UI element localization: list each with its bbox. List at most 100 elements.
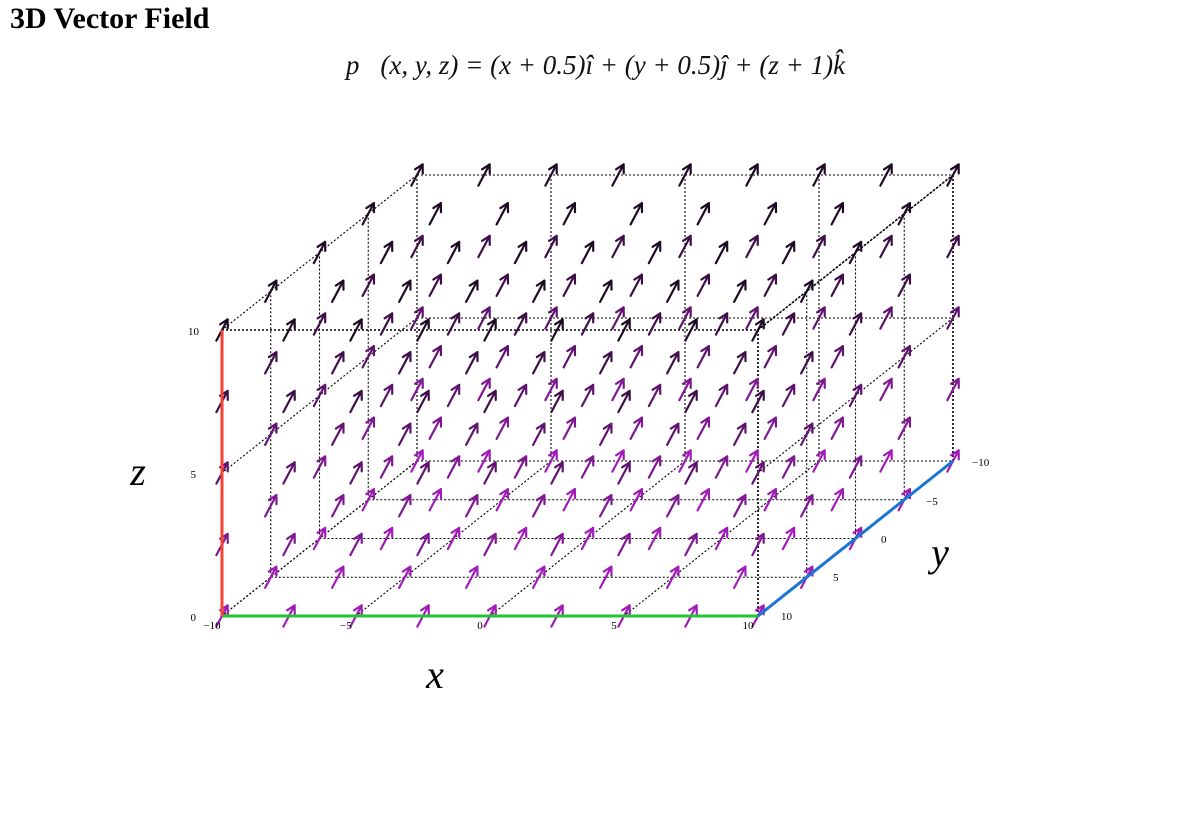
- vector-arrow: [398, 494, 412, 518]
- vector-arrow: [361, 202, 376, 226]
- vector-arrow: [781, 383, 796, 408]
- vector-arrow: [678, 306, 692, 330]
- vector-arrow: [684, 532, 698, 557]
- vector-arrow: [349, 318, 363, 342]
- vector-arrow: [714, 526, 729, 551]
- vector-arrow: [599, 565, 613, 589]
- vector-arrow: [897, 416, 912, 440]
- vector-arrow: [465, 351, 479, 375]
- vector-arrow: [714, 383, 729, 408]
- vector-arrow: [416, 389, 430, 414]
- vector-arrow: [629, 273, 644, 297]
- vector-arrow: [398, 351, 412, 375]
- vector-arrow: [562, 416, 577, 440]
- vector-arrows: [215, 163, 960, 628]
- vector-arrow: [781, 526, 796, 551]
- vector-arrow: [495, 416, 510, 440]
- vector-arrow: [617, 461, 631, 485]
- vector-arrow: [312, 383, 327, 408]
- vector-arrow: [696, 416, 711, 440]
- vector-arrow: [763, 416, 778, 440]
- vector-arrow: [550, 461, 564, 485]
- vector-arrow: [446, 526, 461, 551]
- vector-arrow: [848, 383, 863, 408]
- vector-arrow: [879, 234, 893, 259]
- vector-arrow: [733, 565, 747, 589]
- vector-arrow: [763, 273, 778, 297]
- vector-arrow: [666, 422, 680, 446]
- vector-arrow: [800, 494, 814, 518]
- vector-arrow: [830, 273, 845, 297]
- vector-arrow: [544, 234, 558, 259]
- y-tick-label: 10: [781, 611, 793, 623]
- vector-arrow: [495, 202, 510, 226]
- vector-arrow: [666, 565, 680, 589]
- vector-arrow: [428, 273, 443, 297]
- vector-arrow: [617, 532, 631, 557]
- vector-arrow: [647, 526, 662, 551]
- vector-arrow: [696, 345, 711, 369]
- vector-arrow: [599, 422, 613, 446]
- vector-arrow: [312, 455, 327, 479]
- vector-arrow: [550, 389, 564, 414]
- vector-arrow: [264, 279, 278, 303]
- vector-arrow: [684, 461, 698, 485]
- vector-arrow: [513, 312, 528, 336]
- vector-arrow: [361, 345, 376, 369]
- vector-arrow: [733, 279, 747, 303]
- vector-arrow: [532, 422, 546, 446]
- vector-arrow: [361, 416, 376, 440]
- x-tick-label: −5: [340, 620, 352, 632]
- vector-arrow: [745, 377, 759, 402]
- vector-arrow: [647, 240, 662, 265]
- y-tick-label: −5: [926, 496, 938, 508]
- vector-arrow: [282, 461, 296, 485]
- x-tick-label: 0: [477, 620, 483, 632]
- vector-arrow: [410, 234, 424, 259]
- vector-arrow: [763, 345, 778, 369]
- field-formula: p⃗(x, y, z) = (x + 0.5)î + (y + 0.5)ĵ + …: [345, 50, 846, 80]
- vector-arrow: [733, 422, 747, 446]
- vector-arrow: [678, 163, 692, 187]
- vector-arrow: [751, 318, 765, 342]
- vector-arrow: [477, 306, 491, 330]
- vector-arrow: [714, 312, 729, 336]
- vector-arrow: [611, 163, 625, 187]
- vector-arrow: [532, 565, 546, 589]
- vector-arrow: [580, 383, 595, 408]
- vector-arrow: [550, 318, 564, 342]
- vector-arrow: [465, 494, 479, 518]
- vector-arrow: [416, 318, 430, 342]
- vector-arrow: [617, 318, 631, 342]
- x-tick-label: −10: [203, 620, 221, 632]
- vector-arrow: [312, 240, 327, 265]
- vector-arrow: [361, 488, 376, 512]
- vector-arrow: [830, 202, 845, 226]
- vector-arrow: [879, 449, 893, 473]
- axes: [220, 330, 954, 618]
- vector-arrow: [264, 565, 278, 589]
- vector-arrow: [544, 306, 558, 330]
- vector-arrow: [647, 312, 662, 336]
- z-axis-label: z: [129, 449, 146, 494]
- vector-arrow: [532, 351, 546, 375]
- vector-arrow: [745, 163, 759, 187]
- vector-arrow: [830, 416, 845, 440]
- vector-arrow: [495, 345, 510, 369]
- vector-arrow: [410, 449, 424, 473]
- vector-arrow: [897, 273, 912, 297]
- vector-arrow: [629, 416, 644, 440]
- vector-arrow: [611, 377, 625, 402]
- vector-arrow: [879, 306, 893, 330]
- vector-arrow: [812, 377, 826, 402]
- vector-arrow: [331, 279, 345, 303]
- vector-arrow: [410, 163, 424, 187]
- vector-arrow: [282, 532, 296, 557]
- vector-arrow: [477, 377, 491, 402]
- vector-arrow: [495, 488, 510, 512]
- vector-arrow: [678, 377, 692, 402]
- vector-arrow: [812, 306, 826, 330]
- vector-arrow: [379, 383, 394, 408]
- x-tick-label: 5: [611, 620, 617, 632]
